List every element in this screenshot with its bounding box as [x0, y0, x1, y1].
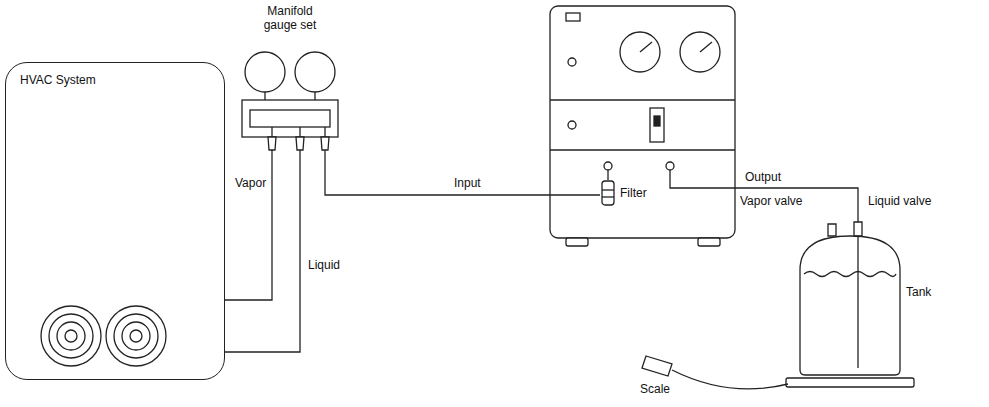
recovery-tank: Tank [800, 230, 940, 378]
text-holder: Manifold gauge set [238, 4, 342, 32]
liquid-level [804, 272, 896, 277]
selector-switch-handle [654, 116, 660, 126]
gauge-needle [700, 42, 712, 52]
display-window [566, 13, 580, 21]
manifold-tube [324, 127, 325, 137]
output-hose [670, 170, 858, 222]
pressure-gauge [295, 52, 335, 92]
machine-gauge [620, 32, 660, 72]
filter-body [602, 181, 614, 205]
filter: Filter [600, 178, 670, 208]
gauge-stem [264, 92, 265, 100]
pressure-gauge [245, 52, 285, 92]
hose-label: Vapor [233, 176, 268, 191]
selector-switch [650, 108, 664, 142]
scale-cable [672, 370, 788, 389]
hose-label: Liquid [306, 258, 342, 273]
fan-ring [41, 306, 101, 366]
fan-ring [122, 322, 150, 350]
vapor-valve [828, 224, 836, 236]
fan-ring [106, 306, 166, 366]
manifold-channel [250, 110, 330, 127]
fan-ring [49, 314, 93, 358]
hose-port-stub [324, 150, 325, 170]
hose-line [325, 170, 600, 195]
fan-ring [57, 322, 85, 350]
manifold-gauge-set: Manifold gauge set [238, 2, 342, 170]
gauge-needle [640, 42, 652, 52]
machine-foot [698, 238, 720, 246]
node-label: Tank [906, 285, 931, 299]
recovery-machine-body [550, 6, 735, 238]
indicator-knob [568, 58, 576, 66]
liquid-valve [854, 222, 862, 236]
scale-readout [642, 356, 672, 376]
gauge-stem [314, 92, 315, 100]
fan-ring [130, 330, 142, 342]
hose-port-stub [299, 150, 300, 170]
panel-divider [550, 149, 735, 150]
filter-band [602, 196, 614, 197]
valve-label: Liquid valve [868, 194, 931, 209]
hose-port [268, 137, 276, 150]
valve-label: Vapor valve [740, 194, 802, 209]
hose-line [225, 170, 300, 352]
manifold-tube [299, 127, 300, 137]
machine-gauge [680, 32, 720, 72]
part-label: Scale [640, 382, 670, 397]
hose-line [225, 170, 272, 300]
manifold-tube [271, 127, 272, 137]
hose-label: Output [745, 170, 781, 185]
hvac-unit-outline [6, 63, 226, 381]
input-port [604, 162, 612, 170]
node-label: Manifold gauge set [255, 4, 325, 32]
fan-ring [65, 330, 77, 342]
hose-label: Input [452, 176, 483, 191]
dip-tube [857, 236, 858, 368]
indicator-knob [568, 121, 576, 129]
panel-divider [550, 99, 735, 100]
text-holder: Tank [906, 285, 931, 299]
text-holder: Filter [620, 186, 647, 200]
text-holder: HVAC System [20, 73, 96, 87]
hose-port [296, 137, 304, 150]
fan-ring [114, 314, 158, 358]
recovery-tank-outline [800, 230, 940, 378]
hose-port [321, 137, 329, 150]
hose-port-stub [271, 150, 272, 170]
scale-platform [786, 378, 914, 387]
machine-foot [566, 238, 588, 246]
hvac-unit: HVAC System [5, 62, 225, 380]
output-port [666, 162, 674, 170]
node-label: Filter [620, 186, 647, 200]
manifold-body [242, 100, 338, 137]
filter-stub [607, 170, 608, 180]
tank-body [800, 236, 900, 375]
filter-band [602, 189, 614, 190]
node-label: HVAC System [20, 73, 96, 87]
